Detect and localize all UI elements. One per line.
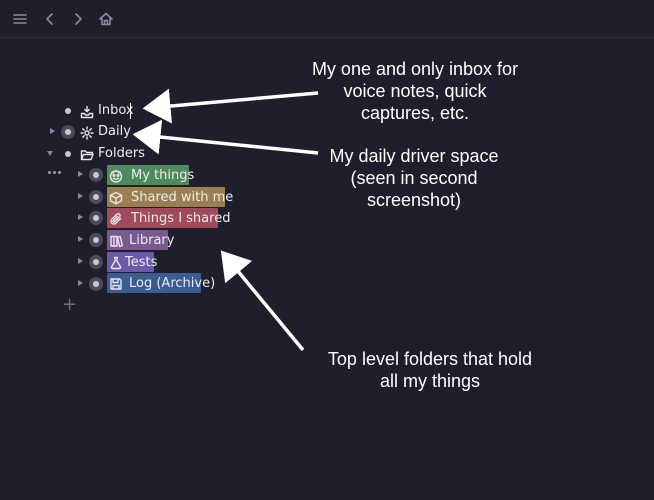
folders-label: Folders <box>98 146 145 161</box>
log-archive-highlight[interactable]: Log (Archive) <box>107 273 215 293</box>
expand-toggle-icon[interactable] <box>78 280 83 286</box>
flask-icon <box>109 255 123 270</box>
smiley-face-icon <box>109 168 123 183</box>
expand-toggle-icon[interactable] <box>78 214 83 220</box>
ellipsis-icon[interactable] <box>48 171 61 174</box>
daily-label: Daily <box>98 124 131 139</box>
gear-icon <box>80 125 94 140</box>
bullet[interactable] <box>89 233 103 247</box>
folders-annotation: Top level folders that hold all my thing… <box>327 349 533 391</box>
home-icon[interactable] <box>95 8 117 30</box>
bullet[interactable] <box>65 151 71 157</box>
paperclip-icon <box>109 211 123 225</box>
inbox-tray-icon <box>80 104 94 119</box>
hamburger-icon[interactable] <box>9 8 31 30</box>
my-things-highlight[interactable]: My things <box>107 165 194 185</box>
expand-toggle-icon[interactable] <box>78 236 83 242</box>
inbox-arrow <box>142 88 319 124</box>
floppy-disk-icon <box>109 276 123 290</box>
folder-open-icon <box>80 147 94 161</box>
shared-with-me-highlight[interactable]: Shared with me <box>107 187 233 207</box>
daily-annotation: My daily driver space (seen in second sc… <box>329 146 499 210</box>
tests-label: Tests <box>125 254 158 270</box>
bullet[interactable] <box>65 108 71 114</box>
library-highlight[interactable]: Library <box>107 230 174 250</box>
folders-arrow <box>220 250 305 352</box>
text-caret <box>130 103 131 119</box>
expand-toggle-icon[interactable] <box>50 128 55 134</box>
chevron-right-icon[interactable] <box>67 8 89 30</box>
tests-highlight[interactable]: Tests <box>107 252 158 272</box>
library-label: Library <box>129 232 175 248</box>
bullet[interactable] <box>89 190 103 204</box>
bullet[interactable] <box>89 211 103 225</box>
daily-arrow <box>132 119 319 155</box>
things-i-shared-highlight[interactable]: Things I shared <box>107 208 230 228</box>
inbox-annotation: My one and only inbox for voice notes, q… <box>311 59 519 123</box>
box-icon <box>109 190 123 205</box>
expand-toggle-icon[interactable] <box>78 193 83 199</box>
books-icon <box>109 233 123 248</box>
bullet[interactable] <box>89 168 103 182</box>
inbox-label: Inbox <box>98 103 134 118</box>
bullet[interactable] <box>89 277 103 291</box>
expand-toggle-icon[interactable] <box>78 258 83 264</box>
bullet[interactable] <box>61 125 75 139</box>
collapse-toggle-icon[interactable] <box>47 151 53 156</box>
expand-toggle-icon[interactable] <box>78 171 83 177</box>
chevron-left-icon[interactable] <box>39 8 61 30</box>
my-things-label: My things <box>131 167 195 183</box>
plus-icon[interactable]: + <box>62 294 78 315</box>
shared-with-me-label: Shared with me <box>131 189 234 205</box>
things-i-shared-label: Things I shared <box>131 210 231 226</box>
log-archive-label: Log (Archive) <box>129 275 216 291</box>
bullet[interactable] <box>89 255 103 269</box>
top-toolbar <box>0 0 654 38</box>
